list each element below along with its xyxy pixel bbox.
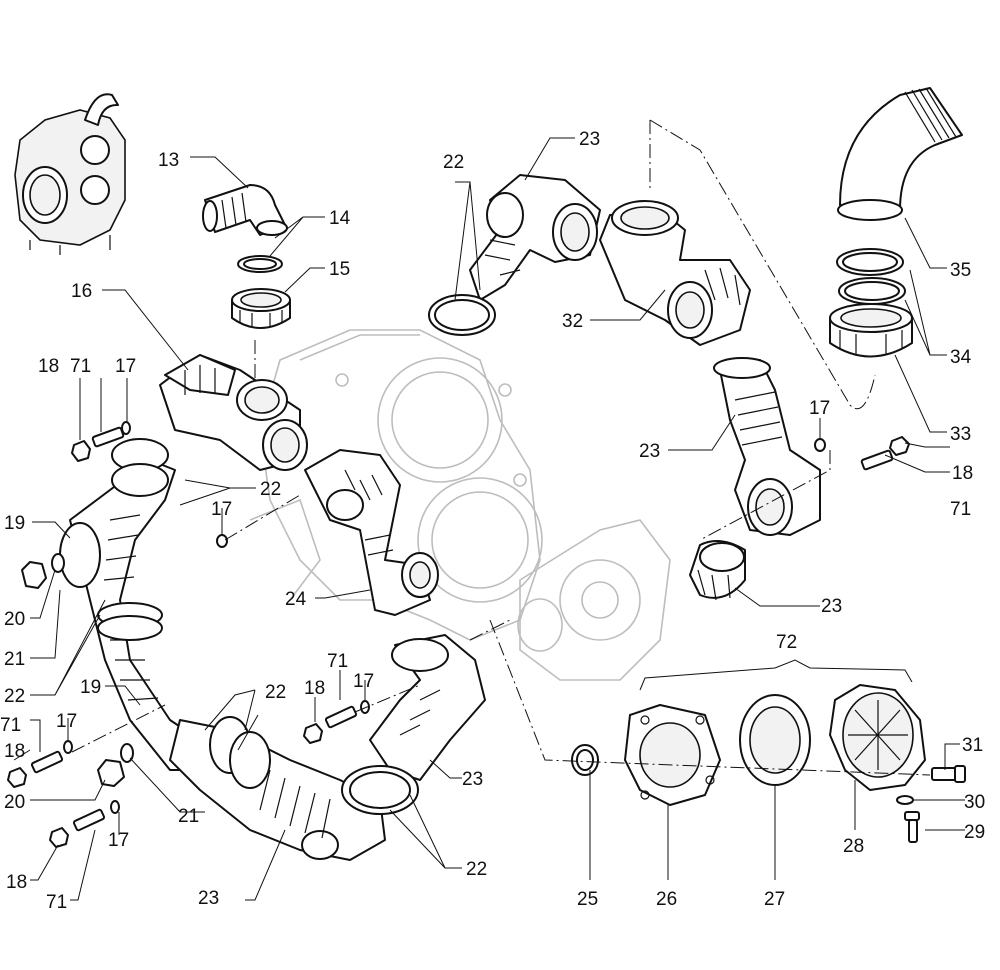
label-part-71: 71 xyxy=(950,499,971,520)
label-part-22: 22 xyxy=(265,682,286,703)
label-part-72: 72 xyxy=(776,632,797,653)
label-part-24: 24 xyxy=(285,589,307,610)
plug-20-upper xyxy=(21,553,65,589)
flange-26 xyxy=(624,704,721,806)
label-part-71: 71 xyxy=(327,651,348,672)
fastener-set-middle xyxy=(303,700,370,744)
label-part-23: 23 xyxy=(579,129,600,150)
label-part-22: 22 xyxy=(4,686,25,707)
label-part-28: 28 xyxy=(843,836,864,857)
bottom-manifold-pipe xyxy=(169,716,386,861)
top-manifold-23 xyxy=(469,174,601,301)
label-part-22: 22 xyxy=(260,479,281,500)
label-part-23: 23 xyxy=(198,888,219,909)
right-manifold-23 xyxy=(713,357,821,536)
label-part-20: 20 xyxy=(4,609,25,630)
label-part-18: 18 xyxy=(952,463,973,484)
label-part-25: 25 xyxy=(577,889,598,910)
label-part-30: 30 xyxy=(964,792,985,813)
label-part-17: 17 xyxy=(211,499,232,520)
label-part-18: 18 xyxy=(304,678,325,699)
label-part-17: 17 xyxy=(353,671,374,692)
label-part-17: 17 xyxy=(809,398,830,419)
label-part-15: 15 xyxy=(329,259,350,280)
label-part-23: 23 xyxy=(821,596,842,617)
assembly-axes xyxy=(71,119,931,776)
label-part-26: 26 xyxy=(656,889,677,910)
o-ring-25 xyxy=(571,744,599,776)
manifold-16-tee xyxy=(159,354,308,471)
fastener-set-top-left xyxy=(71,421,131,462)
plug-20-lower xyxy=(97,743,134,787)
manifold-32 xyxy=(599,200,751,346)
label-part-35: 35 xyxy=(950,260,971,281)
elbow-fitting-13 xyxy=(202,184,288,236)
label-part-27: 27 xyxy=(764,889,785,910)
label-part-13: 13 xyxy=(158,150,179,171)
diaphragm-27 xyxy=(739,694,811,786)
label-part-71: 71 xyxy=(0,715,21,736)
label-part-19: 19 xyxy=(4,513,25,534)
label-part-18: 18 xyxy=(6,872,27,893)
label-part-21: 21 xyxy=(178,806,199,827)
label-part-14: 14 xyxy=(329,208,351,229)
label-part-18: 18 xyxy=(38,356,59,377)
fastener-set-right xyxy=(814,436,910,471)
leader-lines xyxy=(13,137,965,901)
left-manifold-pipe xyxy=(59,438,201,771)
o-rings-14 xyxy=(237,255,283,273)
label-part-23: 23 xyxy=(639,441,660,462)
ring-nut-15 xyxy=(231,288,291,329)
label-part-17: 17 xyxy=(115,356,136,377)
label-part-71: 71 xyxy=(46,892,67,913)
label-part-34: 34 xyxy=(950,347,972,368)
fastener-set-bottom-left xyxy=(49,800,120,848)
pump-assembly-thumbnail xyxy=(14,93,126,255)
fastener-set-lower-left xyxy=(7,740,73,788)
label-part-17: 17 xyxy=(56,711,77,732)
label-part-33: 33 xyxy=(950,424,971,445)
label-part-32: 32 xyxy=(562,311,583,332)
elbow-hose-35 xyxy=(837,87,963,221)
label-part-17: 17 xyxy=(108,830,129,851)
manifold-24 xyxy=(304,449,439,616)
part-labels: 13 14 15 16 18 71 17 22 17 19 20 21 22 1… xyxy=(0,129,985,913)
label-part-31: 31 xyxy=(962,735,983,756)
label-part-23: 23 xyxy=(462,769,483,790)
nut-23-right xyxy=(689,540,746,601)
pump-body-ghost xyxy=(249,329,543,641)
bracket-72 xyxy=(639,659,913,691)
bolt-31 xyxy=(931,765,966,783)
label-part-29: 29 xyxy=(964,822,985,843)
o-ring-22-top xyxy=(428,294,496,336)
pump-head-ghost xyxy=(517,519,671,681)
label-part-71: 71 xyxy=(70,356,91,377)
lower-manifold-23 xyxy=(341,634,486,815)
valve-screw-29 xyxy=(904,811,920,843)
o-rings-34 xyxy=(836,248,906,305)
label-part-21: 21 xyxy=(4,649,25,670)
washer-17-small xyxy=(216,534,228,548)
label-part-19: 19 xyxy=(80,677,101,698)
label-part-16: 16 xyxy=(71,281,92,302)
label-part-20: 20 xyxy=(4,792,25,813)
washer-30 xyxy=(896,795,914,805)
label-part-22: 22 xyxy=(443,152,464,173)
label-part-18: 18 xyxy=(4,741,25,762)
ring-nut-33 xyxy=(829,303,913,358)
head-cover-28 xyxy=(829,684,926,791)
label-part-22: 22 xyxy=(466,859,487,880)
